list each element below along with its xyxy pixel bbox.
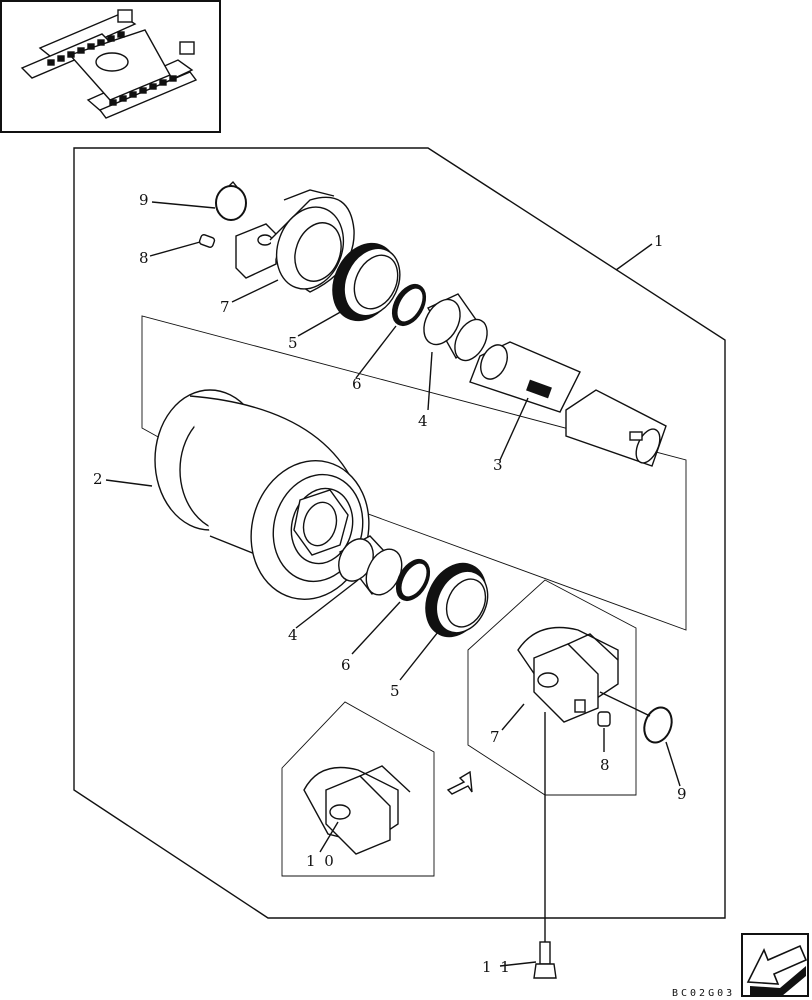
previous-page-button[interactable] [741,933,809,997]
label-shaft: 3 [493,456,505,474]
label-plug-upper: 8 [139,249,151,267]
snap-ring-upper [215,180,247,221]
label-seal-upper: 5 [288,334,300,352]
label-collar-upper: 7 [220,298,232,316]
label-snap-ring-lower: 9 [677,785,689,803]
label-snap-ring-upper: 9 [139,191,151,209]
drawing-code: BC02G03 [672,988,735,999]
plug-lower [597,711,611,727]
shaft [469,341,667,467]
label-plug-lower: 8 [600,756,612,774]
previous-page-arrow-icon [746,944,808,996]
label-seal-lower: 5 [390,682,402,700]
label-bolt: 1 1 [482,958,512,976]
label-oring-upper: 6 [352,375,364,393]
track-roller [154,389,370,600]
callout-labels: 1 2 3 4 4 5 5 6 6 7 7 8 8 9 9 1 0 1 1 BC… [93,191,735,999]
snap-ring-lower [643,706,673,744]
collar-alt [303,765,411,855]
bolt [533,712,557,979]
oring-lower [395,559,431,601]
leader-lines [105,201,681,967]
collar-lower [517,626,619,723]
seal-lower [425,562,489,638]
bushing-upper [423,293,488,362]
collar-subassembly-frame [467,579,637,796]
alt-collar-frame [281,701,435,877]
label-oring-lower: 6 [341,656,353,674]
main-assembly-frame [73,147,726,919]
plug-upper [198,234,216,248]
oring-upper [391,284,427,326]
label-frame-main: 1 [654,232,666,250]
alternate-arrow-icon [446,770,473,795]
collar-upper [235,189,355,293]
label-bushing-upper: 4 [418,412,430,430]
seal-upper [332,242,401,322]
overview-thumbnail[interactable] [0,0,221,133]
label-collar-lower: 7 [490,728,502,746]
label-collar-alt: 1 0 [306,852,336,870]
label-roller: 2 [93,470,105,488]
undercarriage-track-frame-thumbnail-icon [20,9,198,119]
bushing-lower [338,535,403,596]
label-bushing-lower: 4 [288,626,300,644]
